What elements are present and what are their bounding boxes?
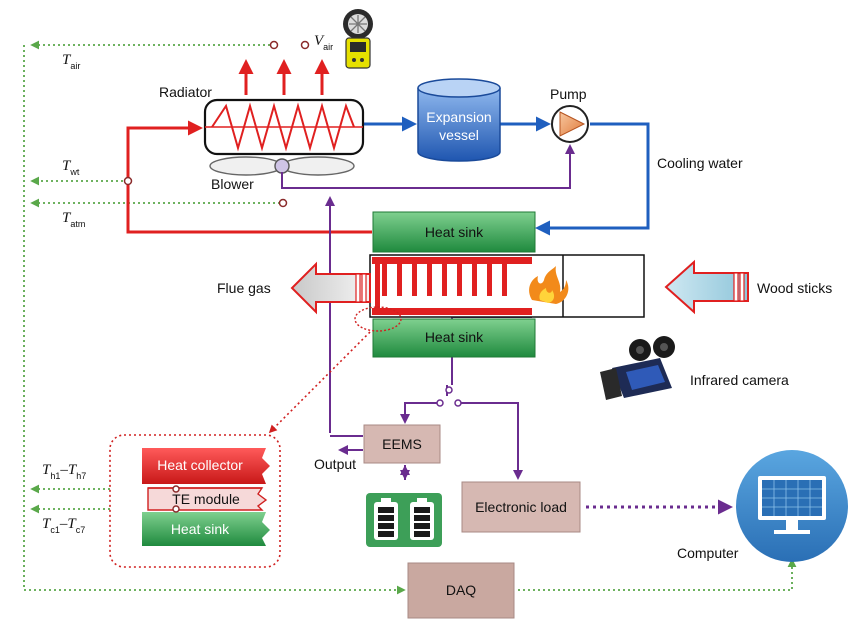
inset-heat-sink-label: Heat sink	[171, 521, 230, 537]
expansion-vessel-label-1: Expansion	[426, 109, 491, 125]
t-air-sensor	[269, 40, 279, 50]
inset-heat-collector-label: Heat collector	[157, 457, 243, 473]
blower-label: Blower	[211, 176, 254, 192]
inset-heat-sink	[142, 512, 270, 546]
anemometer-icon	[343, 9, 373, 69]
eems-box	[363, 424, 441, 464]
t-atm-label: Tatm	[62, 210, 85, 229]
blower-fan	[209, 156, 355, 176]
inset-cold-sensor	[172, 505, 180, 513]
pump-label: Pump	[550, 86, 587, 102]
detail-callout-circle	[354, 306, 402, 332]
battery-icon	[366, 493, 442, 547]
heat-sink-bottom	[372, 318, 536, 358]
cooling-water-label: Cooling water	[657, 155, 743, 171]
wood-sticks-arrow	[664, 259, 749, 315]
flame-icon	[529, 266, 569, 304]
radiator-label: Radiator	[159, 84, 212, 100]
heat-sink-bottom-label: Heat sink	[425, 329, 484, 345]
daq-box	[407, 562, 515, 619]
inset-te-module-label: TE module	[172, 491, 240, 507]
v-air-sensor	[300, 40, 310, 50]
switch-contact-1	[436, 399, 444, 407]
pump-icon	[551, 105, 589, 143]
switch-pivot	[445, 386, 453, 394]
radiator	[203, 98, 365, 156]
inset-te-module	[147, 487, 268, 511]
flue-gas-label: Flue gas	[217, 280, 271, 296]
t-hot-range-label: Th1–Th7	[42, 462, 86, 481]
expansion-vessel-label-2: vessel	[439, 127, 479, 143]
daq-label: DAQ	[446, 582, 476, 598]
output-label: Output	[314, 456, 356, 472]
flue-gas-arrow	[290, 261, 371, 315]
inset-heat-collector	[142, 448, 270, 484]
electronic-load-box	[461, 481, 581, 533]
electronic-load-label: Electronic load	[475, 499, 567, 515]
v-air-label: Vair	[314, 33, 333, 52]
heat-collector-chamber	[369, 254, 645, 318]
infrared-camera-icon	[600, 336, 675, 400]
t-wt-label: Twt	[62, 158, 80, 177]
daq-signal-lines	[23, 40, 797, 595]
expansion-vessel	[417, 78, 501, 162]
t-atm-sensor	[278, 198, 288, 208]
heat-sink-top-label: Heat sink	[425, 224, 484, 240]
computer-icon	[736, 450, 848, 562]
t-air-label: Tair	[62, 52, 80, 71]
t-wt-sensor	[123, 176, 133, 186]
switch-contact-2	[454, 399, 462, 407]
inset-hot-sensor	[172, 485, 180, 493]
t-cold-range-label: Tc1–Tc7	[42, 516, 85, 535]
computer-label: Computer	[677, 545, 739, 561]
wood-sticks-label: Wood sticks	[757, 280, 832, 296]
infrared-camera-label: Infrared camera	[690, 372, 789, 388]
heat-sink-top	[372, 211, 536, 253]
eems-label: EEMS	[382, 436, 422, 452]
heat-release-arrows	[238, 59, 330, 95]
cooling-water-loop	[364, 116, 650, 236]
detail-callout-pointer	[268, 331, 371, 434]
